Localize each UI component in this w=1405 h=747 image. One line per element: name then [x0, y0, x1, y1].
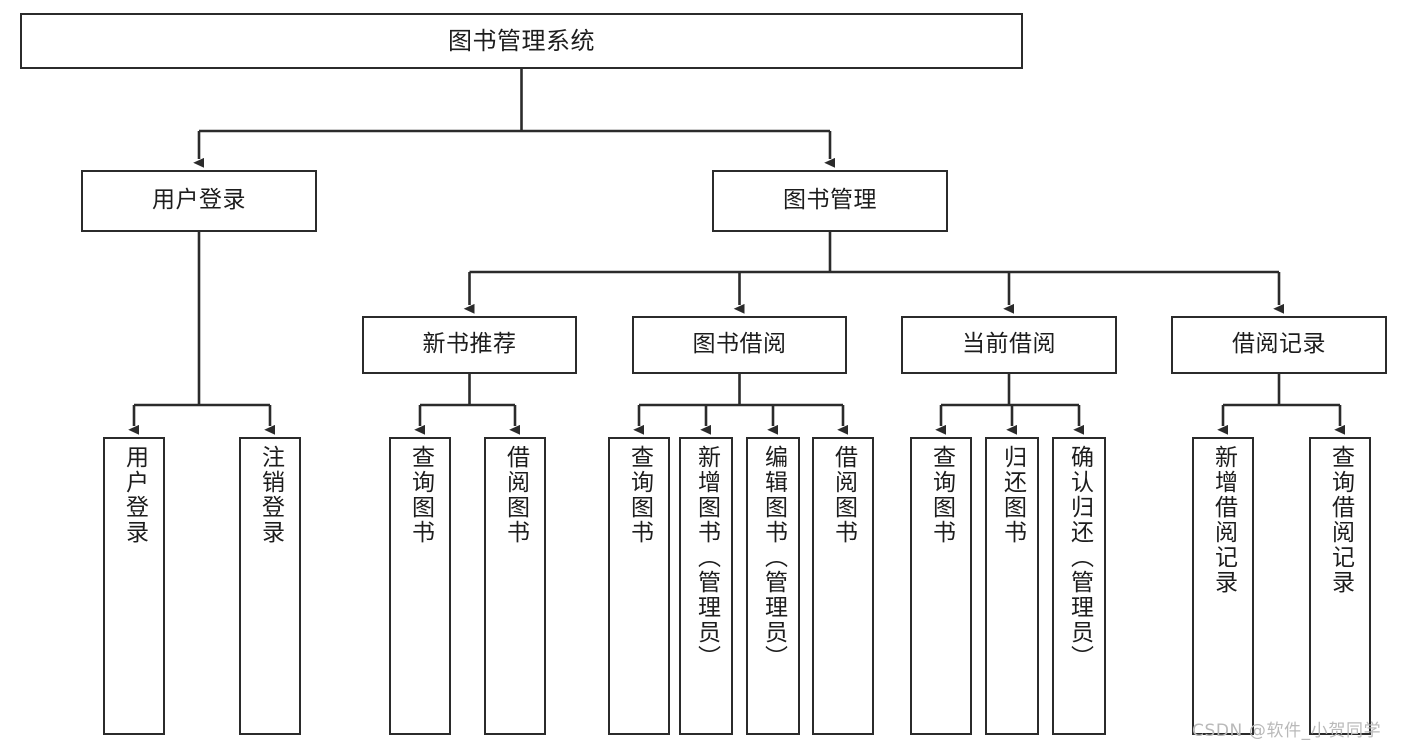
- node-label: 查询图书: [407, 445, 434, 545]
- node-label: 用户登录: [121, 445, 148, 545]
- node-leaf-user-login[interactable]: 用户登录: [103, 437, 165, 735]
- node-label: 借阅记录: [1232, 331, 1326, 358]
- node-leaf-return-book[interactable]: 归还图书: [985, 437, 1039, 735]
- node-borrow-record[interactable]: 借阅记录: [1171, 316, 1387, 374]
- node-label: 新增图书（管理员）: [693, 445, 720, 670]
- node-label: 当前借阅: [962, 331, 1056, 358]
- node-label: 借阅图书: [830, 445, 857, 545]
- node-leaf-borrow-book-1[interactable]: 借阅图书: [484, 437, 546, 735]
- node-leaf-query-book-1[interactable]: 查询图书: [389, 437, 451, 735]
- watermark: CSDN @软件_小贺同学: [1192, 721, 1382, 741]
- node-new-book-rec[interactable]: 新书推荐: [362, 316, 577, 374]
- node-label: 新书推荐: [422, 331, 517, 358]
- node-leaf-add-record[interactable]: 新增借阅记录: [1192, 437, 1254, 735]
- node-label: 借阅图书: [502, 445, 529, 545]
- node-label: 编辑图书（管理员）: [760, 445, 787, 670]
- node-label: 确认归还（管理员）: [1066, 445, 1093, 670]
- node-label: 归还图书: [999, 445, 1026, 545]
- node-label: 查询图书: [928, 445, 955, 545]
- node-book-borrow[interactable]: 图书借阅: [632, 316, 847, 374]
- node-book-manage[interactable]: 图书管理: [712, 170, 948, 232]
- node-leaf-query-book-3[interactable]: 查询图书: [910, 437, 972, 735]
- node-label: 用户登录: [152, 187, 246, 214]
- node-leaf-query-record[interactable]: 查询借阅记录: [1309, 437, 1371, 735]
- node-label: 图书管理系统: [448, 26, 595, 55]
- node-root[interactable]: 图书管理系统: [20, 13, 1023, 69]
- node-leaf-confirm-ret[interactable]: 确认归还（管理员）: [1052, 437, 1106, 735]
- node-label: 图书借阅: [692, 331, 787, 358]
- node-leaf-user-logout[interactable]: 注销登录: [239, 437, 301, 735]
- node-leaf-edit-book[interactable]: 编辑图书（管理员）: [746, 437, 800, 735]
- node-user-login[interactable]: 用户登录: [81, 170, 317, 232]
- node-label: 注销登录: [257, 445, 284, 545]
- node-leaf-query-book-2[interactable]: 查询图书: [608, 437, 670, 735]
- node-label: 新增借阅记录: [1210, 445, 1237, 595]
- node-leaf-borrow-book-2[interactable]: 借阅图书: [812, 437, 874, 735]
- node-label: 图书管理: [783, 187, 877, 214]
- node-label: 查询图书: [626, 445, 653, 545]
- node-label: 查询借阅记录: [1327, 445, 1354, 595]
- node-current-borrow[interactable]: 当前借阅: [901, 316, 1117, 374]
- node-leaf-add-book[interactable]: 新增图书（管理员）: [679, 437, 733, 735]
